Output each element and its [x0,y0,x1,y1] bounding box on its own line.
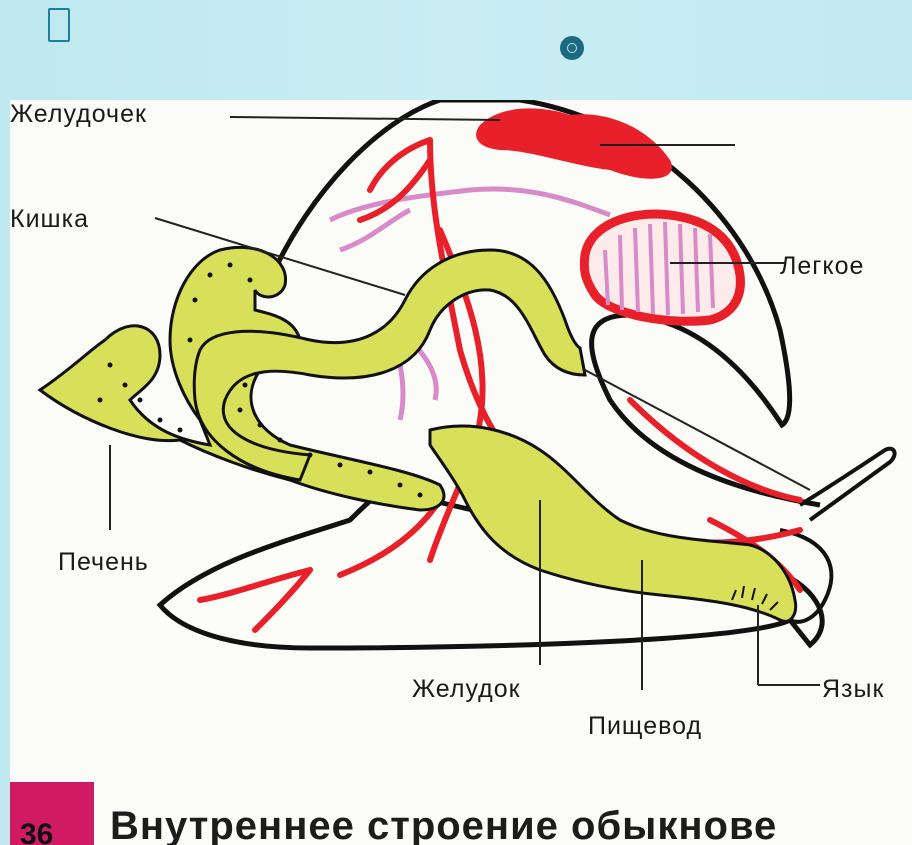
label-esophagus: Пищевод [588,712,702,741]
label-tongue: Язык [822,675,884,704]
figure-caption: Внутреннее строение обыкнове [110,804,777,845]
square-glyph-icon [48,8,70,42]
label-liver: Печень [58,548,149,577]
label-stomach: Желудок [412,675,521,704]
tentacle-outline [800,449,895,520]
snail-anatomy-figure: Желудочек Кишка Легкое Печень Желудок Пи… [10,100,912,845]
label-lung: Легкое [780,252,864,281]
figure-number: 36 [20,818,53,845]
bullet-circle-icon [560,36,584,60]
label-intestine: Кишка [10,205,89,234]
snail-anatomy-drawing [10,100,912,845]
label-ventricle: Желудочек [10,100,147,129]
ventricle-shape [476,108,672,178]
figure-number-badge: 36 [10,782,94,845]
